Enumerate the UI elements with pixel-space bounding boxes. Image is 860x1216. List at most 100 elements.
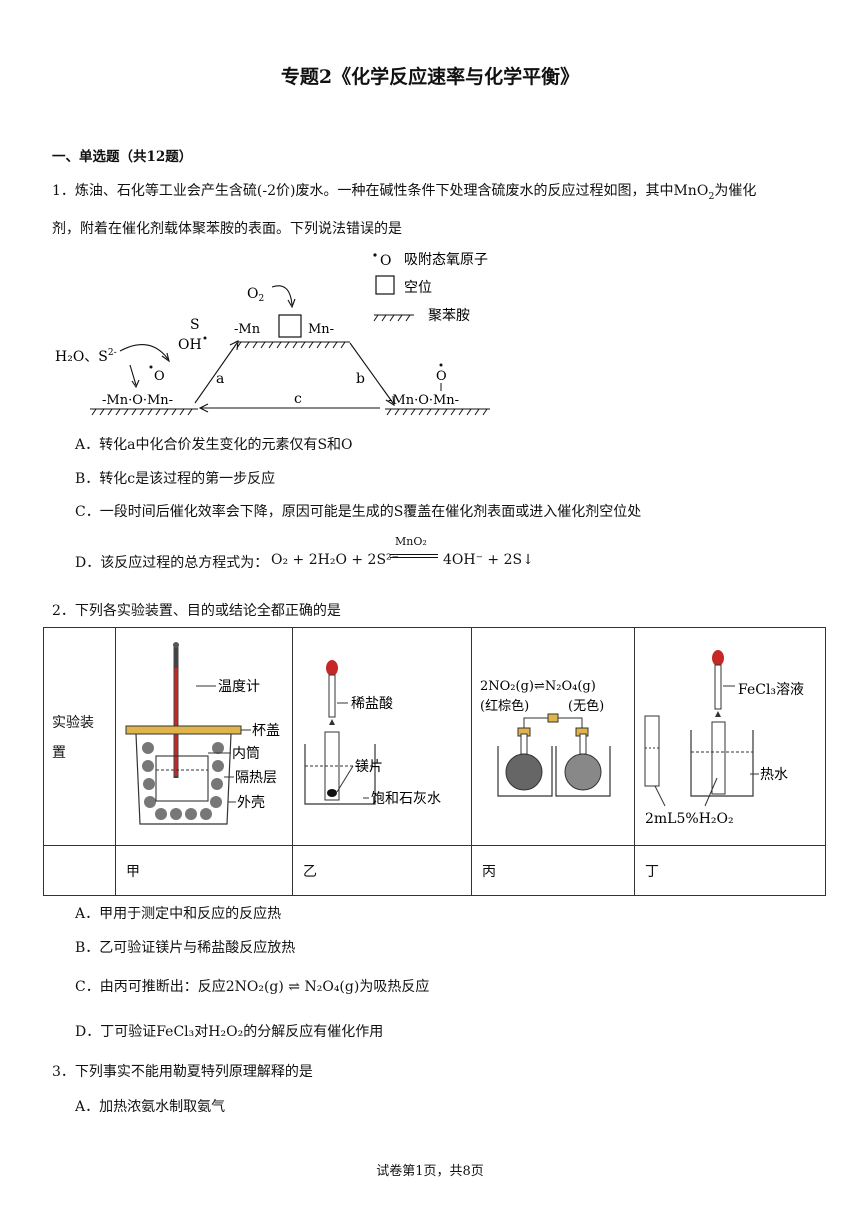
mn-o-mn-left: -Mn·O·Mn-	[102, 393, 173, 408]
q1-option-d-right: 4OH⁻ + 2S↓	[443, 552, 534, 568]
apparatus-yi-cell: 稀盐酸 镁片 饱和石灰水	[292, 627, 472, 846]
q2-option-a[interactable]: A．甲用于测定中和反应的反应热	[75, 906, 282, 922]
legend-adsorbed-oxygen: 吸附态氧原子	[404, 252, 488, 268]
q2-option-d-h2o2: H₂O₂	[208, 1024, 244, 1040]
label-ding: 丁	[634, 845, 826, 896]
test-tube	[324, 731, 340, 801]
right-surface-hatch	[385, 408, 490, 416]
q1-option-b[interactable]: B．转化c是该过程的第一步反应	[75, 471, 276, 487]
q2-experiment-table: 实验装 置 温度计 杯盖	[43, 627, 826, 896]
flask-left	[505, 753, 543, 791]
empty-cell	[43, 845, 116, 896]
inner-cylinder	[155, 755, 209, 802]
label-h2o2: 2mL5%H₂O₂	[645, 811, 734, 827]
q1-option-c[interactable]: C．一段时间后催化效率会下降，原因可能是生成的S覆盖在催化剂表面或进入催化剂空位…	[75, 504, 642, 520]
legend-vacancy-box	[375, 275, 395, 295]
row-header-cell: 实验装 置	[43, 627, 116, 846]
label-fecl3: FeCl₃溶液	[738, 682, 804, 698]
clamp	[547, 713, 559, 723]
label-equilibrium: 2NO₂(g)⇌N₂O₄(g)	[480, 679, 596, 694]
dropper-bulb	[326, 660, 338, 676]
adsorbed-o-left: O	[154, 369, 165, 384]
dropper-tube	[328, 674, 336, 718]
h2o-s2-reactants: H₂O、S2-	[55, 348, 117, 365]
apparatus-jia: 温度计 杯盖 内筒 隔热层 外壳	[125, 642, 280, 825]
q1-mno2: MnO	[673, 183, 709, 199]
legend-o-symbol: O	[380, 253, 391, 269]
apparatus-yi: 稀盐酸 镁片 饱和石灰水	[304, 660, 441, 807]
q2-option-b[interactable]: B．乙可验证镁片与稀盐酸反应放热	[75, 940, 296, 956]
q2-option-d-fecl3: FeCl₃	[156, 1024, 195, 1040]
apparatus-ding-cell: FeCl₃溶液 热水 2mL5%H₂O₂	[634, 627, 826, 846]
apparatus-ding: FeCl₃溶液 热水 2mL5%H₂O₂	[644, 650, 804, 827]
mn-right-top: Mn-	[308, 322, 334, 337]
q3-option-a[interactable]: A．加热浓氨水制取氨气	[75, 1099, 226, 1115]
legend-vacancy: 空位	[404, 280, 432, 296]
control-test-tube	[644, 715, 660, 787]
q2-option-c[interactable]: C．由丙可推断出：反应2NO₂(g) ⇌ N₂O₄(g)为吸热反应	[75, 976, 429, 996]
q1-stem-text-b: 为催化	[714, 183, 757, 199]
outer-shell	[135, 733, 232, 825]
beaker	[304, 744, 376, 805]
label-magnesium: 镁片	[355, 759, 383, 775]
label-inner-cylinder: 内筒	[232, 745, 260, 762]
label-a: a	[216, 371, 224, 387]
q1-option-d-label: D．该反应过程的总方程式为：	[75, 555, 269, 571]
arrow-b	[349, 342, 394, 404]
apparatus-bing: 2NO₂(g)⇌N₂O₄(g) (红棕色) (无色)	[480, 679, 611, 797]
label-yi: 乙	[292, 845, 472, 896]
apparatus-jia-cell: 温度计 杯盖 内筒 隔热层 外壳	[115, 627, 293, 846]
label-limewater: 饱和石灰水	[371, 791, 441, 807]
label-hot-water: 热水	[760, 767, 788, 783]
legend-polyaniline-hatch	[373, 314, 414, 322]
q1-mno2-sub: 2	[708, 190, 715, 202]
arrow-a	[194, 342, 238, 404]
beaker-right	[555, 746, 611, 797]
mn-left-top: -Mn	[234, 322, 261, 337]
label-c: c	[294, 391, 302, 407]
page-footer: 试卷第1页，共8页	[376, 1164, 484, 1179]
label-insulation: 隔热层	[235, 770, 277, 786]
mn-o-mn-right: -Mn·O·Mn-	[388, 393, 459, 408]
label-lid: 杯盖	[252, 723, 280, 739]
apparatus-bing-cell: 2NO₂(g)⇌N₂O₄(g) (红棕色) (无色)	[471, 627, 635, 846]
cup-lid	[125, 725, 242, 735]
q2-option-c-suffix: 为吸热反应	[359, 979, 430, 995]
label-colorless: (无色)	[568, 698, 604, 714]
s-product: S	[190, 317, 200, 333]
flask-right	[564, 753, 602, 791]
ding-dropper-bulb	[712, 650, 724, 666]
q2-stem: 2．下列各实验装置、目的或结论全都正确的是	[52, 603, 341, 619]
q1-option-d-equals	[390, 554, 438, 558]
q2-option-d[interactable]: D．丁可验证FeCl₃对H₂O₂的分解反应有催化作用	[75, 1021, 383, 1041]
q1-option-d-left: O₂ + 2H₂O + 2S²⁻	[271, 552, 400, 568]
hot-water-beaker	[690, 730, 754, 797]
oh-product: OH	[178, 337, 202, 353]
q1-stem-text: 1．炼油、石化等工业会产生含硫(-2价)废水。一种在碱性条件下处理含硫废水的反应…	[52, 183, 674, 199]
q2-option-d-prefix: D．丁可验证	[75, 1024, 157, 1040]
section-heading: 一、单选题（共12题）	[52, 149, 193, 165]
o2-label: O2	[247, 286, 264, 304]
label-outer-shell: 外壳	[237, 794, 265, 811]
label-b: b	[356, 371, 365, 387]
q1-reaction-diagram: O 吸附态氧原子 空位 聚苯胺 O2 -Mn Mn- S OH H₂O、S2- …	[55, 252, 490, 416]
q2-option-c-equation: 2NO₂(g) ⇌ N₂O₄(g)	[225, 979, 360, 995]
row-header-line2: 置	[52, 744, 66, 761]
q2-option-d-suffix: 的分解反应有催化作用	[243, 1024, 384, 1040]
q3-stem: 3．下列事实不能用勒夏特列原理解释的是	[52, 1064, 313, 1080]
q2-option-c-prefix: C．由丙可推断出：反应	[75, 979, 226, 995]
label-jia: 甲	[115, 845, 293, 896]
reaction-test-tube	[711, 721, 726, 795]
magnesium-strip	[327, 789, 337, 797]
label-red-brown: (红棕色)	[480, 698, 529, 714]
o2-arrow	[271, 285, 293, 306]
adsorbed-o-right: O	[436, 369, 447, 384]
left-surface-hatch	[90, 408, 198, 416]
q1-option-d-catalyst: MnO₂	[395, 535, 427, 548]
beaker-left	[497, 746, 553, 797]
insulation-layer	[142, 742, 224, 820]
row-header-line1: 实验装	[52, 714, 94, 731]
q1-option-a[interactable]: A．转化a中化合价发生变化的元素仅有S和O	[75, 437, 353, 453]
q1-stem-line1: 1．炼油、石化等工业会产生含硫(-2价)废水。一种在碱性条件下处理含硫废水的反应…	[52, 180, 756, 202]
adsorbed-oxygen-dot	[373, 253, 377, 257]
